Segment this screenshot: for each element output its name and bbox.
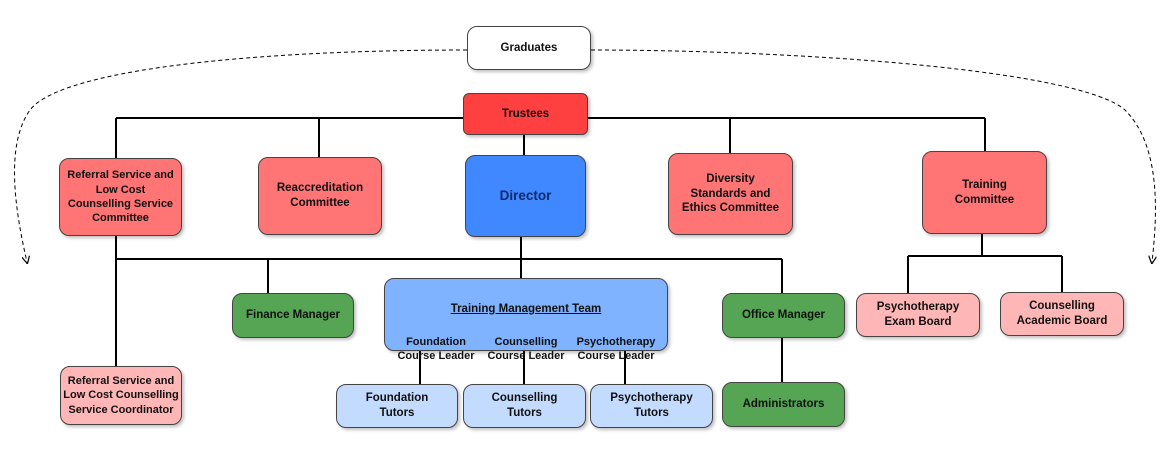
psychotherapy-tutors-box: Psychotherapy Tutors <box>590 384 713 428</box>
administrators-box: Administrators <box>722 382 845 427</box>
referral-committee-box: Referral Service and Low Cost Counsellin… <box>59 158 182 236</box>
foundation-tutors-box: Foundation Tutors <box>336 384 458 428</box>
trustees-box: Trustees <box>463 93 588 135</box>
referral-coordinator-box: Referral Service and Low Cost Counsellin… <box>60 366 182 425</box>
diversity-committee-box: Diversity Standards and Ethics Committee <box>668 153 793 235</box>
tmt-foundation-leader: Foundation Course Leader <box>397 335 475 363</box>
finance-manager-box: Finance Manager <box>232 293 354 338</box>
graduates-box: Graduates <box>467 26 591 70</box>
counselling-academic-board-box: Counselling Academic Board <box>1000 292 1124 336</box>
training-committee-box: Training Committee <box>922 151 1047 234</box>
director-box: Director <box>465 155 586 237</box>
training-management-team-box: Training Management Team Foundation Cour… <box>384 278 668 362</box>
reaccreditation-committee-box: Reaccreditation Committee <box>258 157 382 235</box>
counselling-tutors-box: Counselling Tutors <box>463 384 586 428</box>
tmt-counselling-leader: Counselling Course Leader <box>487 335 565 363</box>
graduates-arrow-right <box>590 49 1155 262</box>
office-manager-box: Office Manager <box>722 293 845 338</box>
tmt-title: Training Management Team <box>450 302 602 315</box>
graduates-arrow-left <box>14 49 468 262</box>
psychotherapy-exam-board-box: Psychotherapy Exam Board <box>856 293 980 337</box>
tmt-psychotherapy-leader: Psychotherapy Course Leader <box>576 335 656 363</box>
